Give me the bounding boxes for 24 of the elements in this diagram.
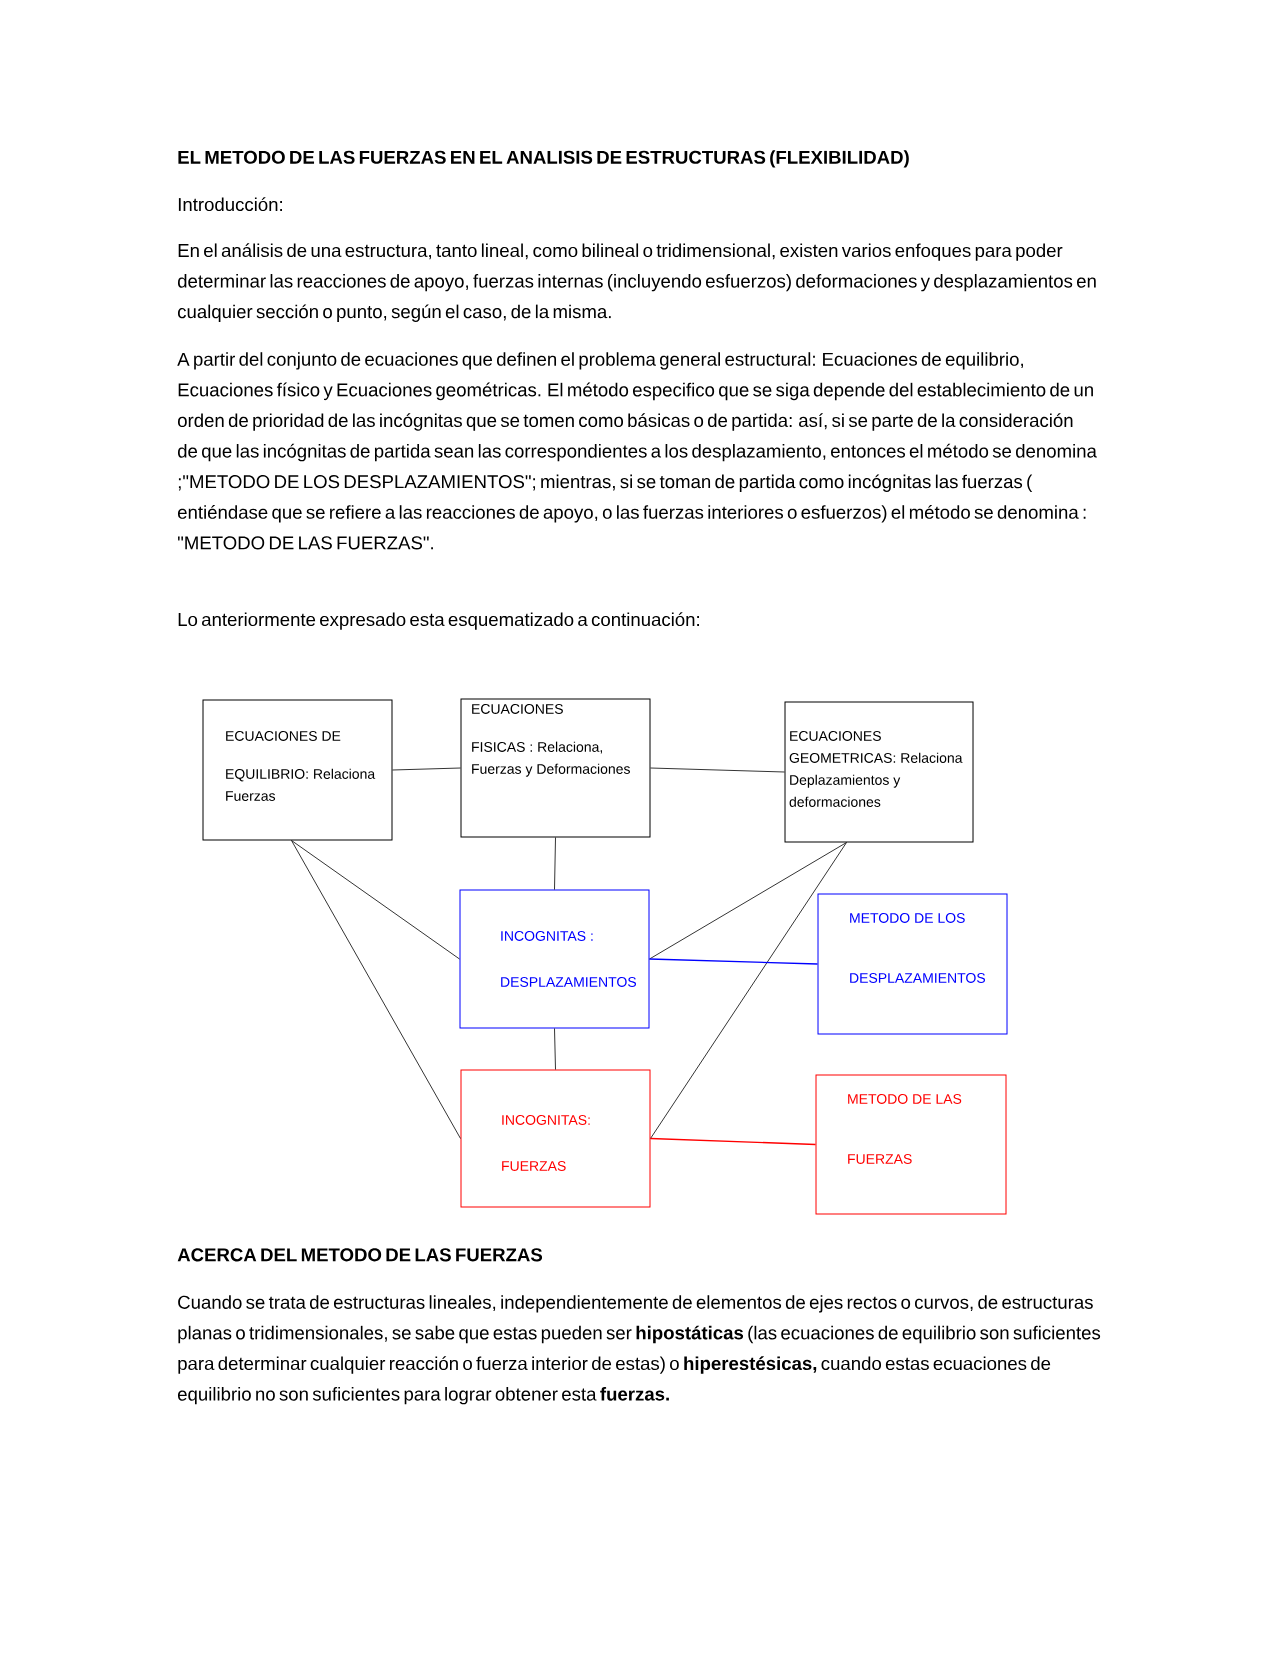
connector-line — [648, 958, 819, 965]
paragraph: En el análisis de una estructura, tanto lineal, como bilineal o tridimensional, existen varios enfoques para poder determinar las reacciones de apoyo, fuerzas internas (incluyendo esfuerzos) deformaciones y desplazamientos en cualquier sección o punto, según el caso, de la misma. — [178, 243, 1096, 322]
diagram-box: ECUACIONES FISICAS : Relaciona, Fuerzas y Deformaciones — [460, 698, 651, 838]
connector-line — [649, 842, 847, 960]
diagram-box: ECUACIONES DE EQUILIBRIO: Relaciona Fuerzas — [202, 699, 393, 841]
diagram-box: INCOGNITAS: FUERZAS — [460, 1069, 651, 1208]
diagram-box: METODO DE LOS DESPLAZAMIENTOS — [817, 893, 1008, 1035]
connector-line — [392, 767, 461, 771]
paragraph: Lo anteriormente expresado esta esquematizado a continuación: — [178, 612, 699, 630]
connector-line — [291, 840, 461, 1139]
diagram-box: INCOGNITAS : DESPLAZAMIENTOS — [459, 889, 650, 1029]
section-heading: ACERCA DEL METODO DE LAS FUERZAS — [177, 1248, 543, 1262]
connector-line — [554, 837, 556, 890]
title: EL METODO DE LAS FUERZAS EN EL ANALISIS DE ESTRUCTURAS (FLEXIBILIDAD) — [178, 150, 909, 168]
paragraph: A partir del conjunto de ecuaciones que definen el problema general estructural: Ecuaciones de equilibrio, Ecuaciones físico y Ecuaciones geométricas. El método especifico que se siga depende del establecimiento de un orden de prioridad de las incógnitas que se tomen como básicas o de partida: así, si se parte de la consideración de que las incógnitas de partida sean las correspondientes a los desplazamiento, entonces el método se denomina ;"METODO DE LOS DESPLAZAMIENTOS"; mientras, si se toman de partida como incógnitas las fuerzas ( entiéndase que se refiere a las reacciones de apoyo, o las fuerzas interiores o esfuerzos) el método se denomina : "METODO DE LAS FUERZAS". — [177, 352, 1097, 550]
paragraph: Cuando se trata de estructuras lineales, independientemente de elementos de ejes rectos o curvos, de estructuras planas o tridimensionales, se sabe que estas pueden ser hipostáticas (las ecuaciones de equilibrio son suficientes para determinar cualquier reacción o fuerza interior de estas) o hiperestésicas, cuando estas ecuaciones de equilibrio no son suficientes para lograr obtener esta fuerzas. — [178, 1295, 1101, 1405]
connector-line — [291, 840, 460, 960]
connector-line — [650, 767, 785, 773]
connector-line — [554, 1028, 556, 1070]
connector-line — [650, 842, 847, 1139]
diagram-box: ECUACIONES GEOMETRICAS: Relaciona Deplazamientos y deformaciones — [784, 701, 974, 843]
connector-line — [649, 1137, 817, 1146]
intro-heading: Introducción: — [178, 197, 282, 212]
diagram-box: METODO DE LAS FUERZAS — [815, 1074, 1007, 1215]
